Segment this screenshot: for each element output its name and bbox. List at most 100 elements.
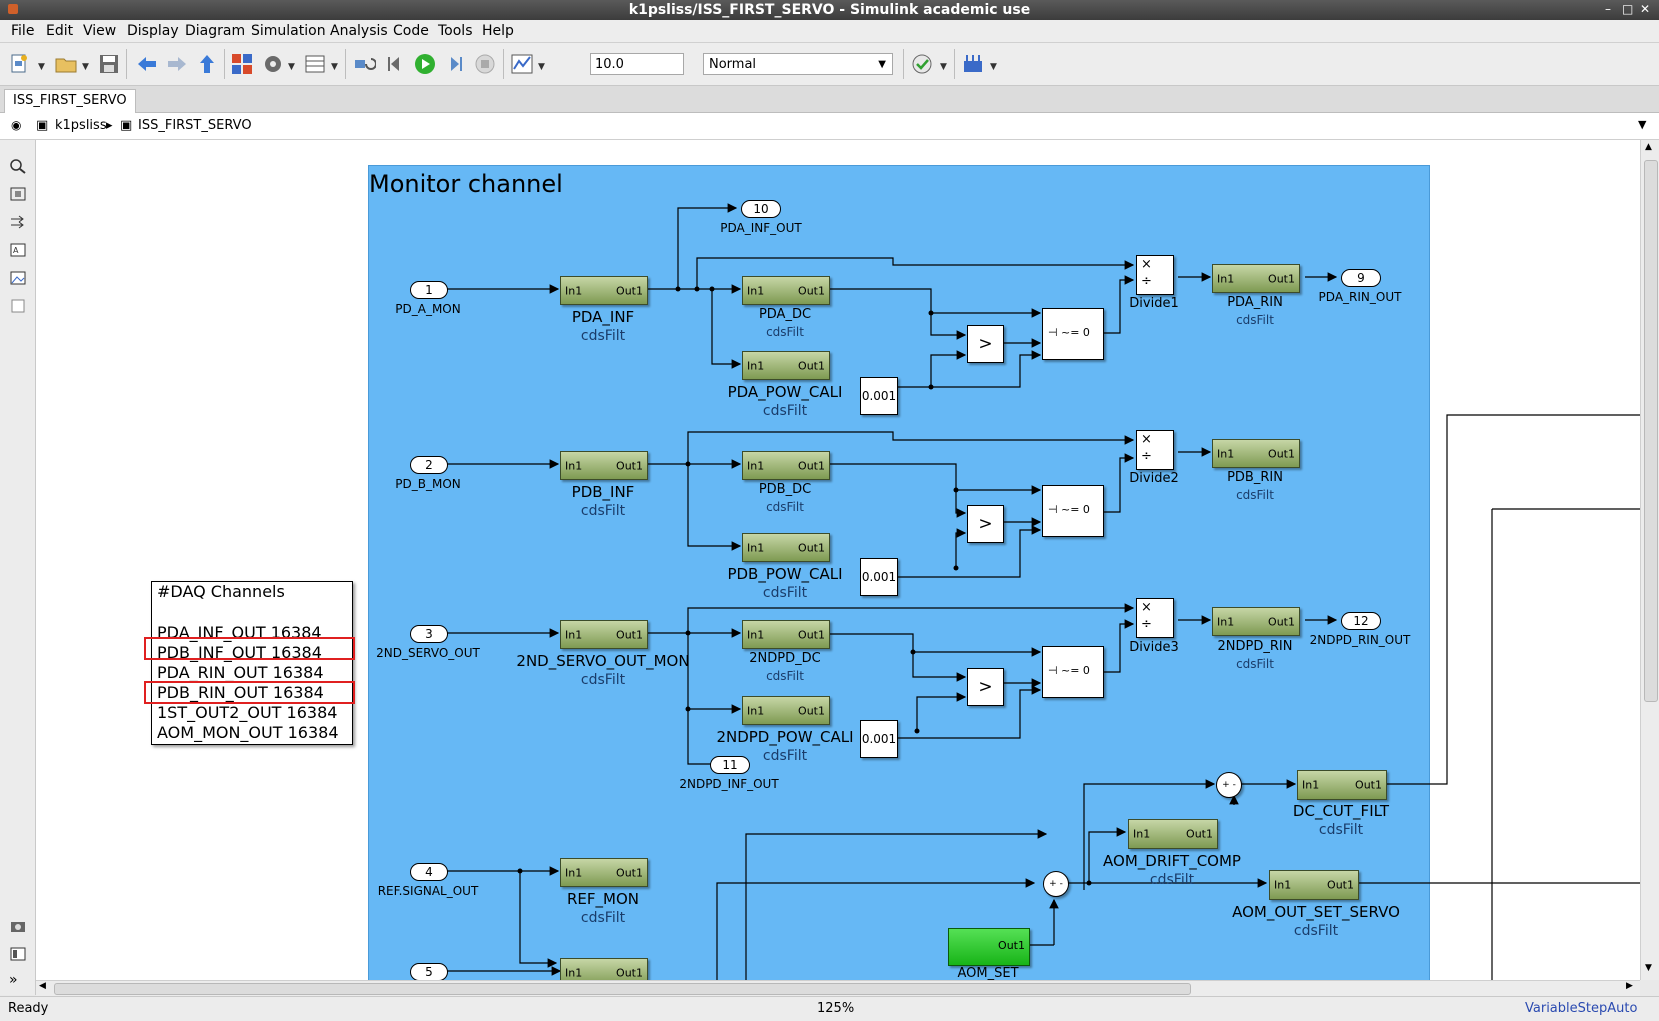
simulation-mode-select[interactable]: Normal ▼ bbox=[703, 53, 893, 75]
divide3-block[interactable]: ×÷ bbox=[1136, 598, 1174, 638]
save-icon[interactable] bbox=[97, 52, 121, 76]
minimize-button[interactable]: – bbox=[1605, 2, 1611, 16]
scroll-right-icon[interactable]: ▶ bbox=[1626, 981, 1633, 991]
menu-help[interactable]: Help bbox=[482, 23, 514, 39]
settings-dropdown-icon[interactable]: ▼ bbox=[288, 62, 295, 72]
area-icon[interactable] bbox=[9, 298, 27, 314]
menu-view[interactable]: View bbox=[83, 23, 117, 39]
fit-to-view-icon[interactable] bbox=[9, 186, 27, 202]
stop-time-input[interactable]: 10.0 bbox=[590, 53, 684, 75]
stop-icon[interactable] bbox=[473, 52, 497, 76]
build-icon[interactable] bbox=[961, 52, 985, 76]
screenshot-icon[interactable] bbox=[9, 918, 27, 934]
model-browser-icon[interactable] bbox=[9, 946, 27, 962]
scroll-up-icon[interactable]: ▲ bbox=[1645, 142, 1652, 152]
back-arrow-icon[interactable] bbox=[135, 52, 159, 76]
divide2-block[interactable]: ×÷ bbox=[1136, 430, 1174, 470]
inport-5[interactable]: 5 bbox=[410, 963, 448, 981]
outport-12[interactable]: 12 bbox=[1341, 612, 1381, 630]
maximize-button[interactable]: □ bbox=[1622, 2, 1634, 16]
horizontal-scroll-thumb[interactable] bbox=[54, 983, 1191, 995]
solver-link[interactable]: VariableStepAuto bbox=[1525, 1001, 1638, 1016]
menu-simulation[interactable]: Simulation bbox=[251, 23, 326, 39]
open-folder-icon[interactable] bbox=[54, 52, 78, 76]
menu-code[interactable]: Code bbox=[393, 23, 429, 39]
divide1-block[interactable]: ×÷ bbox=[1136, 255, 1174, 295]
horizontal-scrollbar[interactable]: ◀ ▶ bbox=[36, 980, 1640, 996]
scroll-left-icon[interactable]: ◀ bbox=[39, 981, 46, 991]
expand-palette-icon[interactable]: » bbox=[9, 972, 18, 988]
vertical-scrollbar[interactable]: ▲ ▼ bbox=[1640, 140, 1659, 980]
switch-b[interactable]: ⊣ ~= 0 bbox=[1042, 485, 1104, 537]
scope-icon[interactable] bbox=[510, 52, 534, 76]
scope-dropdown-icon[interactable]: ▼ bbox=[538, 62, 545, 72]
menu-analysis[interactable]: Analysis bbox=[330, 23, 388, 39]
tab-iss-first-servo[interactable]: ISS_FIRST_SERVO bbox=[4, 89, 136, 113]
monitor-channel-area[interactable] bbox=[368, 165, 1430, 987]
switch-a[interactable]: ⊣ ~= 0 bbox=[1042, 308, 1104, 360]
outport-9[interactable]: 9 bbox=[1341, 269, 1381, 287]
hide-explorer-icon[interactable]: ◉ bbox=[11, 118, 22, 132]
switch-c[interactable]: ⊣ ~= 0 bbox=[1042, 646, 1104, 698]
annotation-icon[interactable]: A bbox=[9, 242, 27, 258]
build-dropdown-icon[interactable]: ▼ bbox=[990, 62, 997, 72]
breadcrumb-root[interactable]: k1psliss bbox=[55, 118, 107, 133]
vertical-scroll-thumb[interactable] bbox=[1644, 160, 1658, 702]
menu-edit[interactable]: Edit bbox=[46, 23, 74, 39]
menu-display[interactable]: Display bbox=[127, 23, 179, 39]
menu-diagram[interactable]: Diagram bbox=[185, 23, 246, 39]
sum-dc-cut[interactable]: + - bbox=[1216, 772, 1242, 798]
model-advisor-icon[interactable] bbox=[910, 52, 934, 76]
new-dropdown-icon[interactable]: ▼ bbox=[38, 62, 45, 72]
inport-1[interactable]: 1 bbox=[410, 281, 448, 299]
run-icon[interactable] bbox=[413, 52, 437, 76]
close-button[interactable]: ✕ bbox=[1640, 2, 1651, 16]
advisor-dropdown-icon[interactable]: ▼ bbox=[940, 62, 947, 72]
breadcrumb-current[interactable]: ISS_FIRST_SERVO bbox=[138, 118, 252, 133]
scroll-down-icon[interactable]: ▼ bbox=[1645, 963, 1652, 973]
forward-arrow-icon[interactable] bbox=[165, 52, 189, 76]
explorer-dropdown-icon[interactable]: ▼ bbox=[331, 62, 338, 72]
outport-10[interactable]: 10 bbox=[741, 200, 781, 218]
step-back-icon[interactable] bbox=[383, 52, 407, 76]
gear-icon[interactable] bbox=[261, 52, 285, 76]
menu-tools[interactable]: Tools bbox=[438, 23, 473, 39]
breadcrumb-dropdown-icon[interactable]: ▼ bbox=[1638, 118, 1647, 131]
zoom-icon[interactable] bbox=[9, 158, 27, 174]
update-diagram-icon[interactable] bbox=[352, 52, 376, 76]
daq-channels-note[interactable]: #DAQ Channels PDA_INF_OUT 16384 PDB_INF_… bbox=[151, 581, 353, 745]
image-icon[interactable] bbox=[9, 270, 27, 286]
model-explorer-icon[interactable] bbox=[303, 52, 327, 76]
constant-a[interactable]: 0.001 bbox=[860, 377, 898, 415]
relop-c[interactable]: > bbox=[967, 668, 1004, 706]
sum-aom-out[interactable]: + - bbox=[1043, 871, 1069, 897]
constant-b[interactable]: 0.001 bbox=[860, 558, 898, 596]
open-dropdown-icon[interactable]: ▼ bbox=[82, 62, 89, 72]
aom-set-block[interactable]: Out1 bbox=[948, 928, 1030, 966]
arrows-icon[interactable] bbox=[9, 214, 27, 230]
inport-3[interactable]: 3 bbox=[410, 625, 448, 643]
constant-c[interactable]: 0.001 bbox=[860, 720, 898, 758]
relop-b[interactable]: > bbox=[967, 505, 1004, 543]
inport-2[interactable]: 2 bbox=[410, 456, 448, 474]
inport-4[interactable]: 4 bbox=[410, 863, 448, 881]
step-forward-icon[interactable] bbox=[443, 52, 467, 76]
outport-11[interactable]: 11 bbox=[710, 756, 750, 774]
menu-file[interactable]: File bbox=[11, 23, 35, 39]
